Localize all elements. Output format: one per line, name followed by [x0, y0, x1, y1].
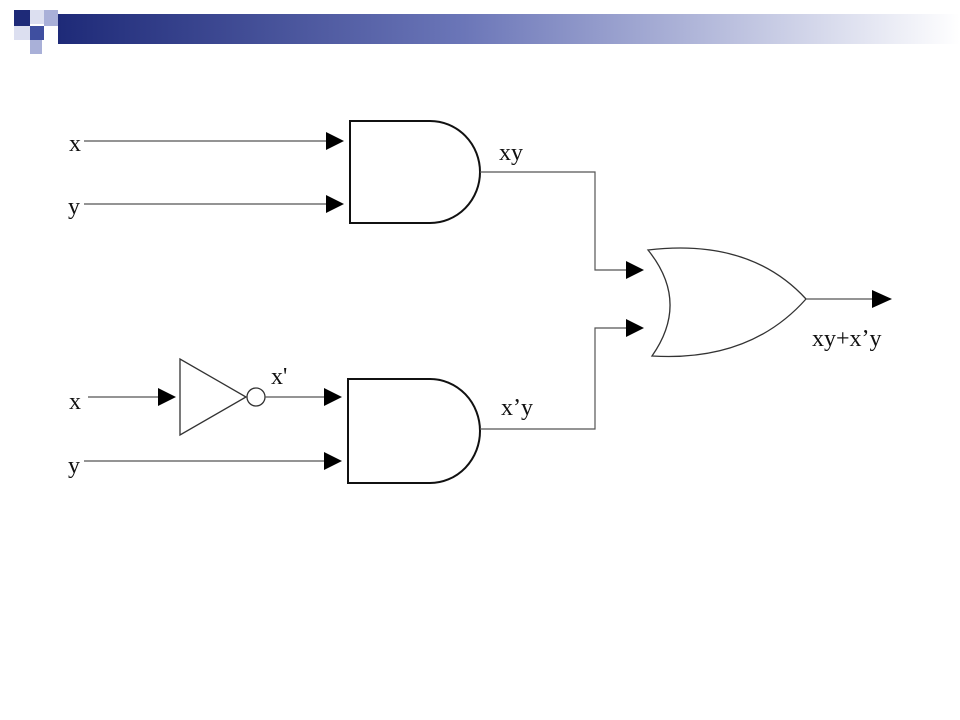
- arrow-x-bottom: [158, 388, 176, 406]
- header-square-navy: [14, 10, 30, 26]
- arrow-or-input-top: [626, 261, 644, 279]
- slide-header-decoration: [14, 10, 960, 54]
- label-input-y-top: y: [68, 194, 80, 220]
- header-square-mid: [30, 40, 42, 54]
- label-input-y-bottom: y: [68, 453, 80, 479]
- not-gate-bubble: [246, 387, 266, 407]
- header-square-periwinkle: [44, 10, 58, 26]
- arrow-or-input-bottom: [626, 319, 644, 337]
- arrow-y-top: [326, 195, 344, 213]
- wire-xy: [480, 171, 630, 271]
- not-gate: [179, 357, 248, 437]
- header-square-blue: [30, 26, 44, 40]
- label-or-output: xy+x’y: [812, 326, 882, 352]
- and-gate-bottom: [347, 378, 481, 484]
- arrow-output: [872, 290, 892, 308]
- wire-x-prime-y: [480, 327, 630, 430]
- label-inverter-output: x': [271, 364, 287, 390]
- header-square-pale: [14, 26, 30, 40]
- or-gate: [646, 247, 807, 358]
- arrow-x-top: [326, 132, 344, 150]
- arrow-x-prime: [324, 388, 342, 406]
- and-gate-top: [349, 120, 481, 224]
- label-input-x-top: x: [69, 131, 81, 157]
- arrow-y-bottom: [324, 452, 342, 470]
- header-square-light: [30, 10, 44, 24]
- label-and-bottom-output: x’y: [501, 395, 533, 421]
- header-gradient-bar: [58, 14, 960, 44]
- label-and-top-output: xy: [499, 140, 523, 166]
- label-input-x-bottom: x: [69, 389, 81, 415]
